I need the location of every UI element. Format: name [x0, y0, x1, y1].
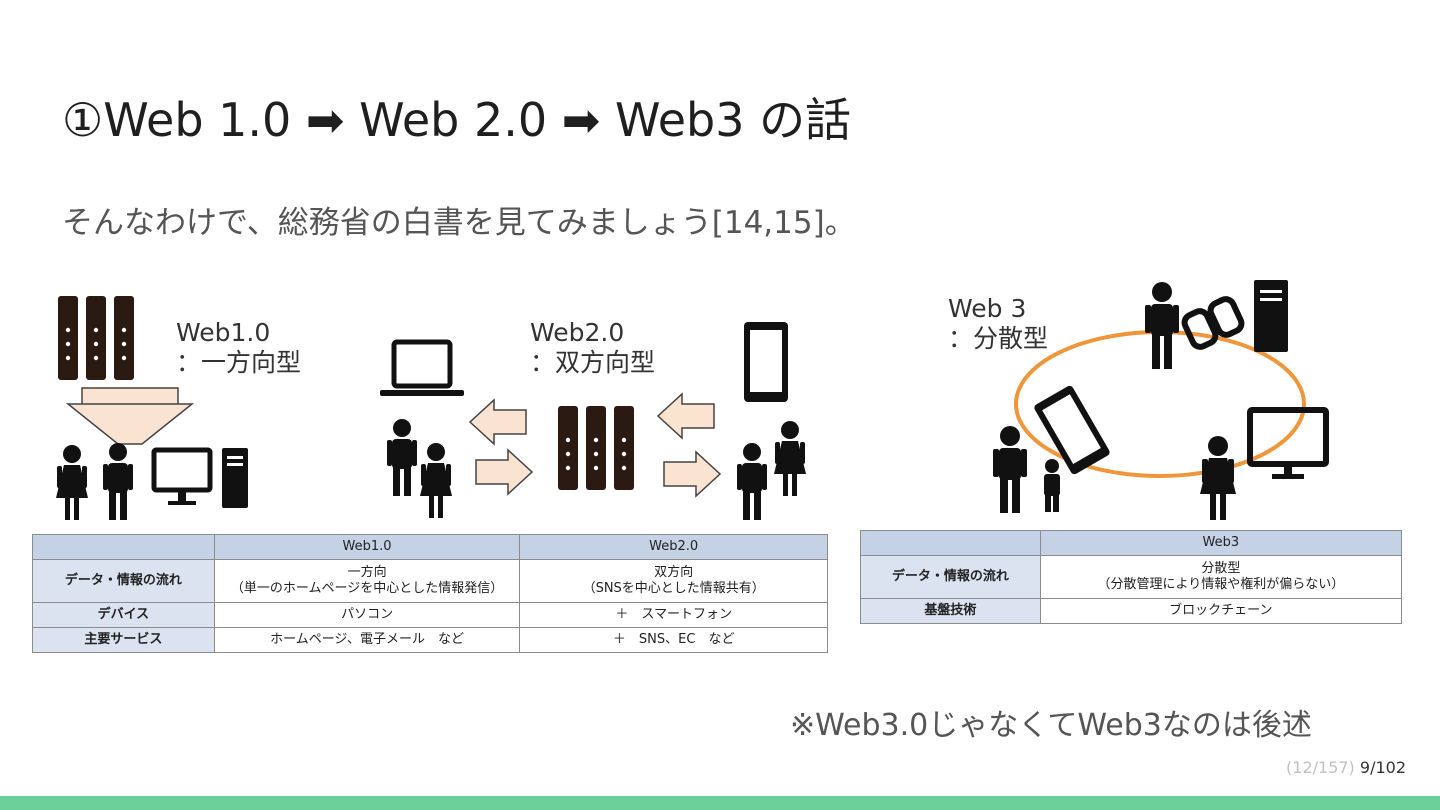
- row-label: デバイス: [32, 602, 215, 628]
- web1-web2-table: Web1.0 Web2.0 データ・情報の流れ 一方向 （単一のホームページを中…: [32, 534, 828, 653]
- row-label: 基盤技術: [860, 598, 1041, 624]
- desktop-pc-icon: [151, 447, 248, 508]
- slide-title: ①Web 1.0 ➡ Web 2.0 ➡ Web3 の話: [62, 93, 852, 147]
- web1-label: Web1.0: [176, 318, 271, 347]
- down-arrow-icon: [65, 387, 195, 445]
- table-cell: 双方向 （SNSを中心とした情報共有）: [519, 559, 828, 603]
- cell-text: 一方向: [347, 565, 387, 580]
- web1-web2-illustration: [56, 296, 806, 520]
- table-header: Web1.0: [213, 534, 521, 560]
- row-label: データ・情報の流れ: [32, 559, 215, 603]
- table-cell: ブロックチェーン: [1039, 598, 1403, 624]
- user-icon: [1200, 436, 1236, 520]
- cell-text: 双方向: [654, 565, 694, 580]
- table-cell: 分散型 （分散管理により情報や権利が偏らない）: [1039, 555, 1403, 599]
- web3-figure: Web 3 ：分散型 Web3 データ・情報の流れ 分散型 （分散管理により情報…: [858, 262, 1404, 630]
- user-icon: [56, 443, 133, 520]
- table-row: 主要サービス ホームページ、電子メール など ＋ SNS、EC など: [32, 627, 828, 653]
- user-icon: [1145, 282, 1179, 369]
- table-header: Web2.0: [519, 534, 828, 560]
- pc-tower-icon: [1254, 280, 1288, 352]
- exchange-arrow-icon: [469, 399, 533, 495]
- server-icon: [58, 296, 134, 380]
- exchange-arrow-icon: [657, 393, 721, 497]
- cell-text: 分散型: [1201, 561, 1241, 576]
- cell-subtext: （SNSを中心とした情報共有）: [582, 581, 765, 596]
- server-icon: [558, 406, 634, 490]
- glasses-icon: [1181, 296, 1245, 350]
- table-row: デバイス パソコン ＋ スマートフォン: [32, 602, 828, 628]
- child-icon: [1044, 459, 1060, 512]
- page-counter-total: (12/157): [1286, 758, 1355, 777]
- bottom-accent-bar: [0, 796, 1440, 810]
- page-counter: (12/157) 9/102: [1286, 758, 1406, 777]
- smartphone-icon: [744, 322, 788, 402]
- table-row: 基盤技術 ブロックチェーン: [860, 598, 1403, 624]
- web3-sublabel: ：分散型: [948, 324, 1049, 353]
- row-label: データ・情報の流れ: [860, 555, 1041, 599]
- smartphone-icon: [1034, 385, 1110, 475]
- page-counter-current: 9/102: [1359, 758, 1406, 777]
- row-label: 主要サービス: [32, 627, 215, 653]
- table-header: [32, 534, 215, 560]
- monitor-icon: [1247, 407, 1329, 479]
- web3-illustration: [993, 280, 1329, 520]
- web2-label: Web2.0: [530, 318, 625, 347]
- table-cell: ＋ SNS、EC など: [519, 627, 828, 653]
- user-icon: [387, 419, 452, 518]
- table-header: [860, 530, 1041, 556]
- web1-web2-figure: Web1.0 ：一方向型 Web2.0 ：双方向型 Web1.0 Web2.0 …: [30, 290, 830, 660]
- laptop-icon: [380, 339, 464, 396]
- table-row: データ・情報の流れ 分散型 （分散管理により情報や権利が偏らない）: [860, 555, 1403, 599]
- web3-table: Web3 データ・情報の流れ 分散型 （分散管理により情報や権利が偏らない） 基…: [860, 530, 1403, 624]
- table-header: Web3: [1039, 530, 1403, 556]
- table-header-row: Web1.0 Web2.0: [32, 534, 828, 560]
- web1-sublabel: ：一方向型: [176, 348, 302, 377]
- table-cell: 一方向 （単一のホームページを中心とした情報発信）: [213, 559, 521, 603]
- user-icon: [737, 421, 806, 520]
- web2-sublabel: ：双方向型: [530, 348, 656, 377]
- table-header-row: Web3: [860, 530, 1403, 556]
- cell-subtext: （単一のホームページを中心とした情報発信）: [230, 581, 504, 596]
- cell-subtext: （分散管理により情報や権利が偏らない）: [1097, 577, 1345, 592]
- table-row: データ・情報の流れ 一方向 （単一のホームページを中心とした情報発信） 双方向 …: [32, 559, 828, 603]
- table-cell: パソコン: [213, 602, 521, 628]
- footnote: ※Web3.0じゃなくてWeb3なのは後述: [790, 708, 1312, 743]
- slide-subtitle: そんなわけで、総務省の白書を見てみましょう[14,15]。: [62, 205, 856, 241]
- web3-label: Web 3: [948, 294, 1027, 323]
- table-cell: ＋ スマートフォン: [519, 602, 828, 628]
- user-icon: [993, 426, 1027, 513]
- table-cell: ホームページ、電子メール など: [213, 627, 521, 653]
